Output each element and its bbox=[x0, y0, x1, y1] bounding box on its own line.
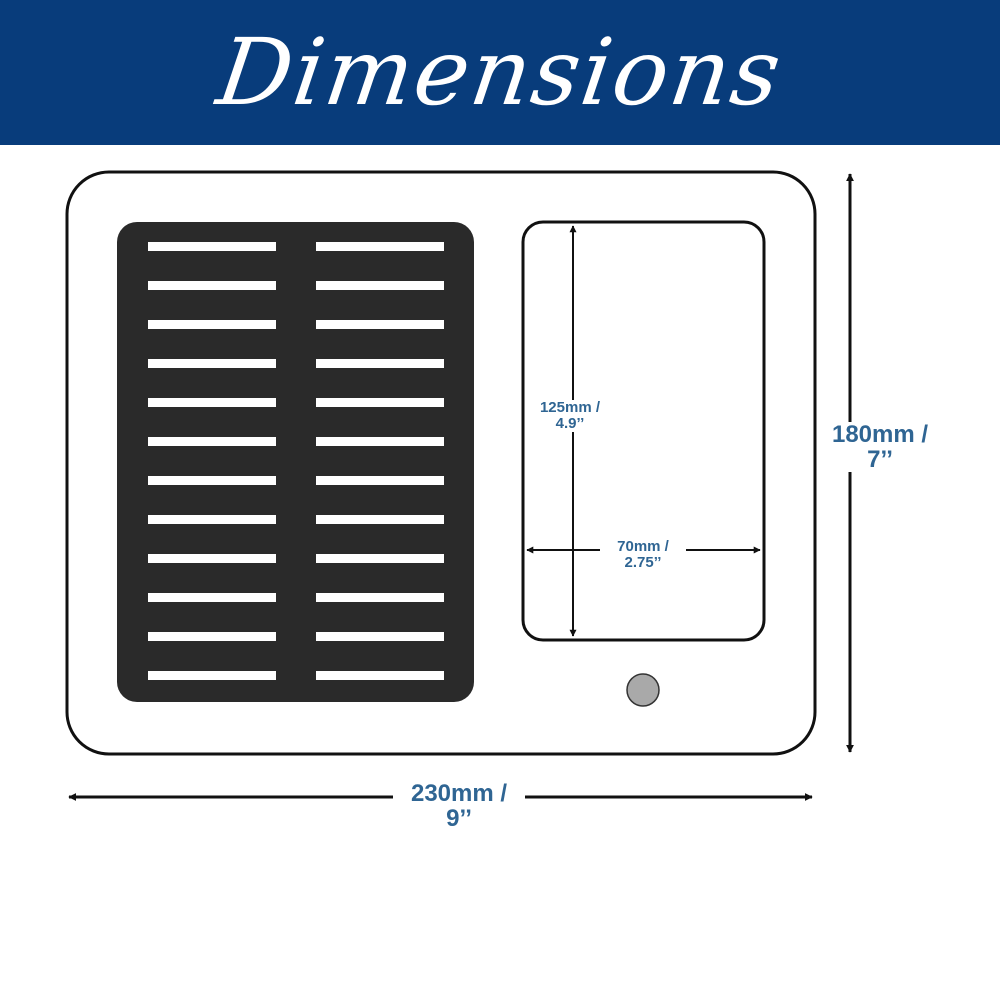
grate-slot bbox=[148, 476, 276, 485]
grate-slot bbox=[316, 398, 444, 407]
grate-slot bbox=[148, 398, 276, 407]
width-inches: 9’’ bbox=[446, 805, 472, 833]
cavity-width-label: 70mm / 2.75’’ bbox=[600, 539, 686, 571]
cavity-width-value: 70mm / bbox=[617, 538, 669, 555]
cavity-width-inches: 2.75’’ bbox=[624, 553, 662, 571]
height-label: 180mm / 7’’ bbox=[818, 422, 942, 472]
cavity-height-label: 125mm / 4.9’’ bbox=[528, 400, 612, 432]
grate-slot bbox=[148, 515, 276, 524]
cavity-height-inches: 4.9’’ bbox=[555, 414, 585, 432]
grate-slot bbox=[316, 476, 444, 485]
grate-slot bbox=[148, 281, 276, 290]
grate-slot bbox=[316, 515, 444, 524]
grate-slot bbox=[316, 437, 444, 446]
cavity-outline bbox=[521, 220, 766, 642]
grate-slot bbox=[148, 359, 276, 368]
grate-slot bbox=[148, 437, 276, 446]
grate-slot bbox=[316, 554, 444, 563]
grate-slot bbox=[316, 671, 444, 680]
grate-slot bbox=[148, 242, 276, 251]
grate-slot bbox=[316, 632, 444, 641]
grate-slot bbox=[316, 242, 444, 251]
grate-slot bbox=[148, 632, 276, 641]
grate-slot bbox=[316, 359, 444, 368]
knob-icon bbox=[626, 673, 660, 707]
vent-grate-icon bbox=[117, 222, 474, 702]
cavity-height-value: 125mm / bbox=[539, 399, 601, 416]
height-value: 180mm / bbox=[831, 421, 929, 448]
grate-slot bbox=[316, 320, 444, 329]
width-label: 230mm / 9’’ bbox=[393, 781, 525, 831]
header-banner bbox=[0, 0, 1000, 145]
width-value: 230mm / bbox=[410, 780, 508, 807]
grate-slot bbox=[148, 554, 276, 563]
height-inches: 7’’ bbox=[867, 446, 893, 474]
grate-slot bbox=[148, 593, 276, 602]
grate-slot bbox=[148, 671, 276, 680]
grate-slot bbox=[316, 281, 444, 290]
grate-slot bbox=[148, 320, 276, 329]
grate-slot bbox=[316, 593, 444, 602]
